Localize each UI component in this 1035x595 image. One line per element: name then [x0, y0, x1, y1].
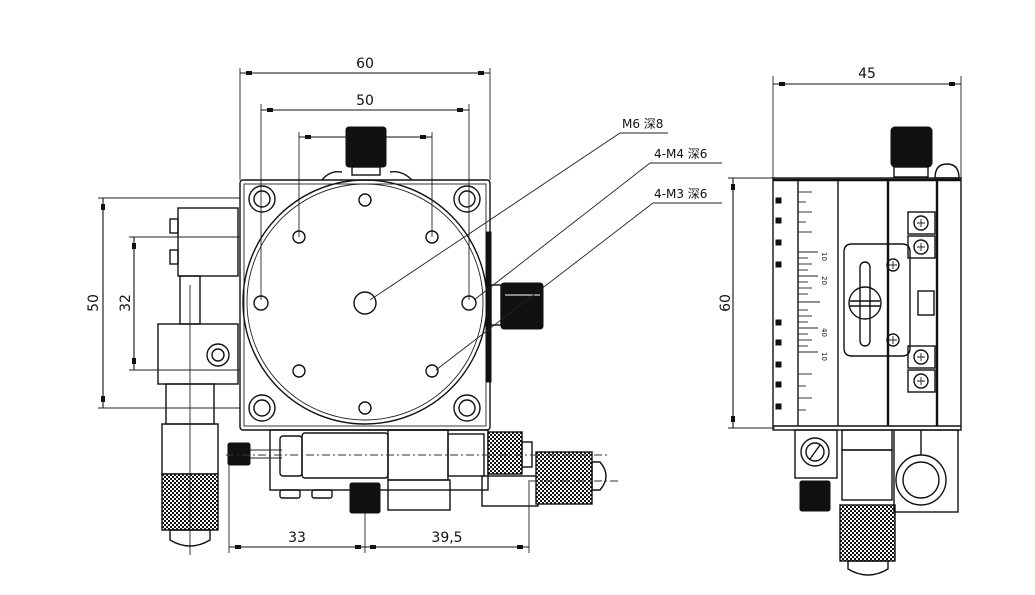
dimension-60: 60 [239, 56, 491, 180]
center-thread-hole [353, 291, 377, 315]
dimension-50-vertical: 50 [86, 197, 240, 409]
dimension-50: 50 [260, 93, 470, 300]
dim-text-60-vertical: 60 [718, 294, 734, 312]
center-lock-plate [843, 243, 911, 357]
dim-text-39-5: 39,5 [431, 530, 462, 546]
dimension-33-39-5: 33 39,5 [228, 465, 530, 553]
dimension-32-vertical: 32 [118, 236, 240, 371]
callout-m6: M6 深8 [622, 117, 663, 131]
mounting-holes [253, 193, 477, 415]
x-lock-screw-icon [349, 482, 381, 514]
corner-bolt-icons [248, 185, 481, 422]
dim-text-32-vertical: 32 [118, 294, 134, 312]
top-knob-icon [321, 126, 413, 181]
scale-label-1: 10 [820, 252, 828, 261]
x-left-knob-icon [227, 442, 251, 466]
phillips-screw-icon [886, 258, 900, 272]
dim-text-45: 45 [858, 66, 876, 82]
dim-text-50-vertical: 50 [86, 294, 102, 312]
x-micrometer-knurl-icon [535, 451, 593, 505]
dim-text-50: 50 [356, 93, 374, 109]
scale-label-3: 40 [820, 328, 828, 337]
scale-label-4: 10 [820, 352, 828, 361]
side-micrometer-knurl-icon [839, 504, 896, 562]
bottom-x-micrometer [226, 429, 620, 514]
callout-4-m3: 4-M3 深6 [654, 187, 707, 201]
side-bottom-parts [794, 429, 959, 576]
left-y-axis-block [157, 207, 239, 555]
side-view: 45 60 [718, 66, 962, 576]
side-lock-screw-icon [799, 480, 831, 512]
dimension-60-vertical: 60 [718, 177, 775, 429]
dim-text-60: 60 [356, 56, 374, 72]
stage-circle [242, 179, 488, 425]
phillips-screw-icon [886, 333, 900, 347]
callout-4-m4: 4-M4 深6 [654, 147, 707, 161]
x-fine-knob-knurl-icon [487, 431, 523, 475]
right-screw-blocks [907, 211, 936, 393]
dimension-45: 45 [772, 66, 962, 180]
dim-text-33: 33 [288, 530, 306, 546]
callout-leaders [369, 132, 722, 371]
scale-ticks [775, 191, 820, 411]
scale-label-2: 20 [820, 276, 828, 285]
side-knob-icon [500, 282, 544, 330]
front-view: 60 50 [86, 56, 722, 555]
side-top-knob-icon [890, 126, 933, 168]
